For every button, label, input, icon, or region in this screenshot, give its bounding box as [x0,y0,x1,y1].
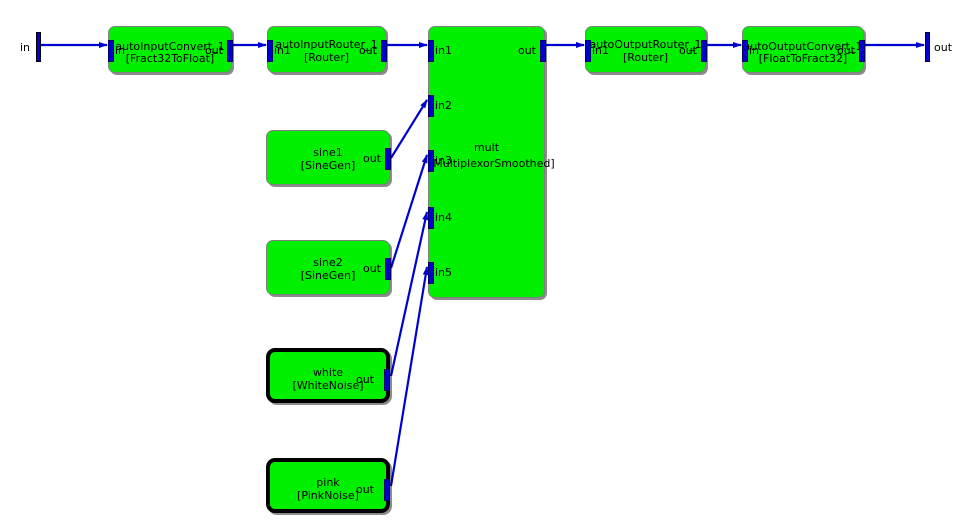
block-white[interactable]: white[WhiteNoise]out [266,348,390,403]
output-port-out[interactable] [859,40,865,62]
input-port-label: in1 [592,44,610,57]
input-port-in2[interactable] [428,95,434,117]
block-pink[interactable]: pink[PinkNoise]out [266,458,390,513]
block-autoInputRouter_1[interactable]: autoInputRouter_1[Router] in1 out [267,26,387,73]
output-port-label: out [355,373,374,386]
terminal-in[interactable] [36,32,41,62]
block-sine2[interactable]: sine2[SineGen] out [266,240,391,295]
block-title: autoInputConvert_1 [115,40,225,53]
block-type: [Router] [622,51,669,64]
input-port-label: in [115,44,126,57]
wire-white-to-mult-in4[interactable] [389,211,429,377]
output-port-out[interactable] [384,369,390,391]
block-title: sine2 [313,256,343,269]
input-port-label: in5 [435,266,453,279]
input-port-in1[interactable] [585,40,591,62]
output-port-out[interactable] [701,40,707,62]
block-title: autoOutputConvert_1 [743,40,863,53]
input-port-in5[interactable] [428,262,434,284]
block-type: [SineGen] [300,159,356,172]
wire-pink-to-mult-in5[interactable] [389,266,429,487]
block-mult[interactable]: mult [MultiplexorSmoothed] in1 in2 in3 in4 in5… [428,26,555,298]
output-port-label: out [517,44,536,57]
block-sine1[interactable]: sine1[SineGen] out [266,130,391,185]
input-port-in[interactable] [108,40,114,62]
output-port-label: out [362,152,381,165]
terminal-label-in: in [20,41,31,54]
block-title: mult [473,141,500,154]
terminal-out[interactable] [925,32,930,62]
terminal-label-out: out [934,41,953,54]
wire-sine1-to-mult-in2[interactable] [390,99,428,159]
output-port-out[interactable] [540,40,546,62]
output-port-out[interactable] [227,40,233,62]
block-type: [SineGen] [300,269,356,282]
block-title: autoInputRouter_1 [275,38,378,51]
input-port-in[interactable] [742,40,748,62]
output-port-out[interactable] [385,148,391,170]
block-autoOutputRouter_1[interactable]: autoOutputRouter_1[Router] in1 out [585,26,707,73]
input-port-label: in2 [435,99,453,112]
block-autoInputConvert_1[interactable]: autoInputConvert_1[Fract32ToFloat]in out [108,26,233,73]
block-type: [MultiplexorSmoothed] [429,157,555,170]
block-autoOutputConvert_1[interactable]: autoOutputConvert_1[FloatToFract32]in out [742,26,865,73]
block-title: pink [316,476,340,489]
input-port-in1[interactable] [428,40,434,62]
output-port-label: out [678,44,697,57]
block-type: [Fract32ToFloat] [125,52,215,65]
output-port-label: out [836,44,855,57]
output-port-label: out [355,483,374,496]
block-type: [WhiteNoise] [292,379,364,392]
output-port-label: out [358,44,377,57]
wire-sine2-to-mult-in3[interactable] [389,154,429,269]
input-port-label: in3 [435,154,453,167]
block-title: white [312,366,344,379]
block-type: [FloatToFract32] [758,52,848,65]
block-title: autoOutputRouter_1 [589,38,702,51]
output-port-out[interactable] [384,479,390,501]
input-port-in4[interactable] [428,207,434,229]
input-port-in1[interactable] [267,40,273,62]
block-type: [PinkNoise] [297,489,359,502]
block-title: sine1 [313,146,343,159]
output-port-label: out [362,262,381,275]
output-port-label: out [204,44,223,57]
output-port-out[interactable] [381,40,387,62]
input-port-label: in1 [435,44,453,57]
input-port-in3[interactable] [428,150,434,172]
output-port-out[interactable] [385,258,391,280]
input-port-label: in [749,44,760,57]
block-type: [Router] [303,51,350,64]
input-port-label: in4 [435,211,453,224]
input-port-label: in1 [274,44,292,57]
